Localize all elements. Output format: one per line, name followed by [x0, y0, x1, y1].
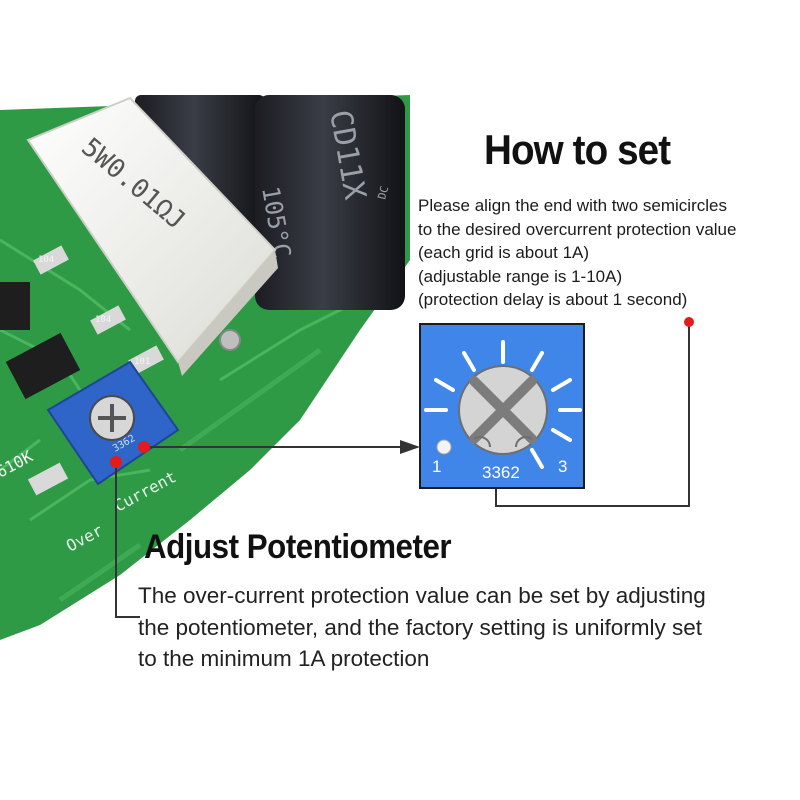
marker-dot	[684, 317, 694, 327]
pcb-wide-traces	[58, 347, 322, 603]
description-line: to the minimum 1A protection	[138, 646, 430, 671]
smd-label-3: 101	[134, 357, 150, 367]
arrow-head-right	[400, 440, 420, 454]
semicircle-mark	[515, 436, 533, 448]
description-line: the potentiometer, and the factory setti…	[138, 614, 703, 640]
how-to-set-instructions: Please align the end with two semicircle…	[418, 194, 798, 312]
marker-dot	[110, 456, 122, 468]
diagram-label-model: 3362	[482, 463, 520, 482]
trimmer-potentiometer: 3362	[46, 360, 180, 486]
pcb-photo: 105°C CD11X DC 5W0.01ΩJ 104 104 101 610K	[0, 95, 410, 640]
adjust-potentiometer-title: Adjust Potentiometer	[144, 528, 452, 566]
diagram-label-max: 3	[558, 457, 567, 476]
how-to-set-title: How to set	[484, 126, 671, 173]
instruction-line: Please align the end with two semicircle…	[418, 196, 727, 215]
marker-dot	[138, 441, 150, 453]
diagram-label-min: 1	[432, 457, 441, 476]
power-resistor: 5W0.01ΩJ	[26, 96, 278, 376]
adjust-description: The over-current protection value can be…	[138, 580, 798, 675]
instruction-line: (adjustable range is 1-10A)	[418, 266, 623, 286]
dc-label: DC	[375, 185, 391, 201]
resistor-lead	[219, 329, 241, 351]
smd-label-1: 104	[38, 255, 54, 265]
pointer-end-dot	[436, 439, 452, 455]
semicircle-mark	[473, 436, 491, 448]
potentiometer-diagram: 1 3362 3	[419, 323, 585, 489]
smd-label-2: 104	[95, 315, 111, 325]
dial-cross	[469, 376, 537, 444]
dial-ticks	[424, 340, 582, 469]
instruction-line: (each grid is about 1A)	[418, 243, 590, 262]
instruction-line: to the desired overcurrent protection va…	[418, 219, 737, 239]
description-line: The over-current protection value can be…	[138, 583, 706, 608]
connector-photo-to-description	[110, 456, 140, 618]
ic-chip	[0, 282, 81, 400]
instruction-line: (protection delay is about 1 second)	[418, 290, 688, 309]
connector-photo-to-diagram	[138, 440, 420, 454]
